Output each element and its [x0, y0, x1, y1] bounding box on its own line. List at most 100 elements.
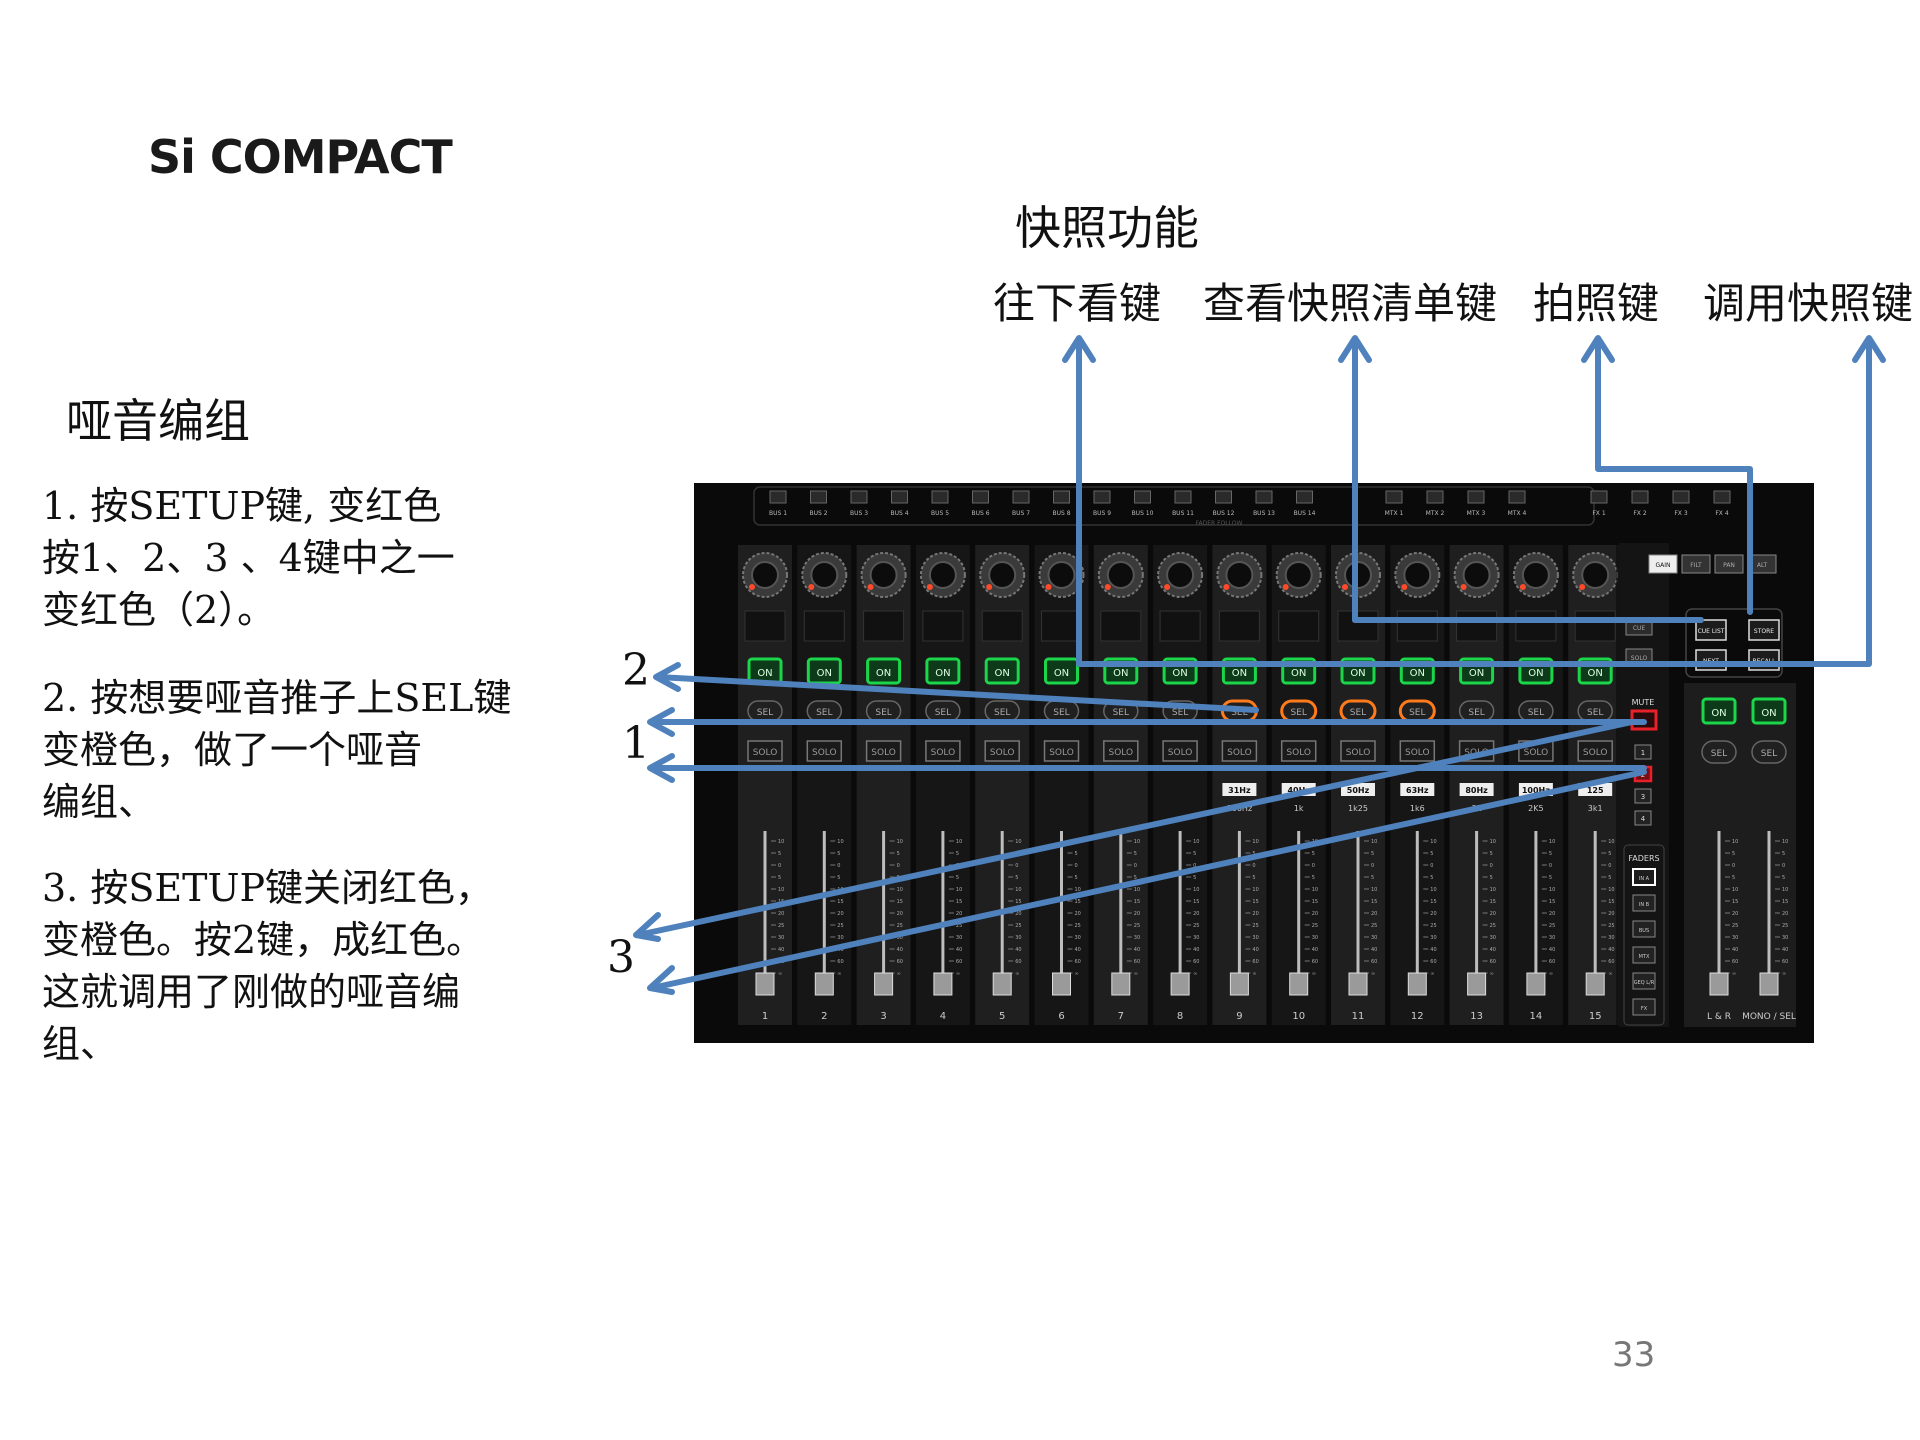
encoder-knob[interactable]	[1166, 561, 1195, 589]
mute-group-key[interactable]	[1634, 744, 1652, 760]
scale-tick-label: 40	[1490, 947, 1496, 953]
encoder-knob[interactable]	[1521, 561, 1550, 589]
encoder-knob[interactable]	[810, 561, 839, 589]
bus-key[interactable]	[1174, 490, 1192, 504]
fader-cap[interactable]	[1229, 972, 1249, 996]
scale-tick-label: 5	[1782, 875, 1785, 881]
encoder-mode-key[interactable]	[1648, 554, 1678, 574]
encoder-knob[interactable]	[1284, 561, 1313, 589]
bus-key[interactable]	[810, 490, 827, 504]
encoder-mode-key[interactable]	[1714, 554, 1744, 574]
fader-cap[interactable]	[1052, 972, 1071, 996]
bus-key[interactable]	[1053, 490, 1070, 504]
on-button[interactable]: ON	[925, 657, 961, 685]
solo-button[interactable]: SOLO	[984, 740, 1020, 762]
fader-cap[interactable]	[1467, 972, 1487, 996]
sel-button[interactable]: SEL	[1577, 700, 1613, 722]
bus-key[interactable]	[1255, 490, 1273, 504]
fx-key[interactable]	[1631, 490, 1649, 504]
fx-key[interactable]	[1672, 490, 1690, 504]
on-button[interactable]: ON	[866, 657, 902, 685]
fx-key[interactable]	[1590, 490, 1608, 504]
encoder-knob[interactable]	[1106, 561, 1135, 589]
matrix-key[interactable]	[1467, 490, 1485, 504]
bus-key[interactable]	[1215, 490, 1232, 504]
on-button[interactable]: ON	[1044, 657, 1079, 685]
bus-key[interactable]	[891, 490, 908, 504]
master-sel-button[interactable]: SEL	[1701, 740, 1737, 764]
fader-cap[interactable]	[1407, 972, 1427, 996]
encoder-knob[interactable]	[751, 561, 779, 589]
solo-button[interactable]: SOLO	[1577, 740, 1613, 762]
snapshot-key[interactable]	[1695, 619, 1727, 641]
fader-cap[interactable]	[992, 972, 1012, 996]
matrix-key[interactable]	[1508, 490, 1526, 504]
scale-tick-label: ∞	[1134, 971, 1138, 977]
solo-button[interactable]: SOLO	[1103, 740, 1139, 762]
bus-key[interactable]	[972, 490, 989, 504]
bus-key[interactable]	[769, 490, 787, 504]
snapshot-key-label: STORE	[1754, 628, 1774, 635]
sel-button[interactable]: SEL	[747, 700, 783, 722]
matrix-key[interactable]	[1385, 490, 1403, 504]
fader-cap[interactable]	[933, 972, 953, 996]
solo-button[interactable]: SOLO	[1043, 740, 1080, 762]
fader-cap[interactable]	[814, 972, 834, 996]
fader-cap[interactable]	[1585, 972, 1605, 996]
scale-tick-label: 10	[1371, 839, 1377, 845]
scale-tick-label: ∞	[1371, 971, 1375, 977]
encoder-knob[interactable]	[1047, 561, 1076, 589]
master-on-button[interactable]: ON	[1701, 697, 1737, 725]
encoder-knob[interactable]	[1581, 561, 1610, 589]
mute-group-key[interactable]	[1634, 810, 1652, 826]
fader-layer-key[interactable]	[1632, 998, 1656, 1016]
sel-button[interactable]: SEL	[1339, 699, 1377, 723]
solo-button[interactable]: SOLO	[747, 740, 783, 762]
encoder-knob[interactable]	[988, 561, 1017, 589]
fader-layer-key[interactable]	[1632, 972, 1656, 990]
bus-key[interactable]	[1296, 490, 1313, 504]
bus-key[interactable]	[850, 490, 868, 504]
fader-cap[interactable]	[874, 972, 894, 996]
solo-button[interactable]: SOLO	[1340, 740, 1376, 762]
solo-button[interactable]: SOLO	[925, 740, 961, 762]
fader-cap[interactable]	[1111, 972, 1131, 996]
bus-key[interactable]	[931, 490, 949, 504]
encoder-mode-key[interactable]	[1681, 554, 1711, 574]
encoder-led	[749, 584, 755, 590]
encoder-knob[interactable]	[928, 561, 957, 589]
fader-layer-key[interactable]	[1632, 946, 1656, 964]
fader-cap[interactable]	[1170, 972, 1190, 996]
solo-button[interactable]: SOLO	[1280, 740, 1317, 762]
encoder-knob[interactable]	[1462, 561, 1491, 589]
master-fader-cap[interactable]	[1709, 972, 1729, 996]
fader-cap[interactable]	[755, 972, 775, 996]
fader-layer-key[interactable]	[1632, 868, 1656, 886]
matrix-key[interactable]	[1426, 490, 1444, 504]
solo-button[interactable]: SOLO	[1162, 740, 1198, 762]
fader-layer-key[interactable]	[1632, 894, 1656, 912]
mute-group-key[interactable]	[1634, 788, 1652, 804]
fx-key[interactable]	[1713, 490, 1731, 504]
bus-key[interactable]	[1012, 490, 1030, 504]
solo-button[interactable]: SOLO	[806, 740, 843, 762]
snapshot-key[interactable]	[1748, 619, 1780, 641]
encoder-knob[interactable]	[1225, 561, 1254, 589]
fader-cap[interactable]	[1348, 972, 1368, 996]
bus-key[interactable]	[1134, 490, 1151, 504]
master-on-button[interactable]: ON	[1751, 697, 1787, 725]
master-sel-button[interactable]: SEL	[1751, 740, 1787, 764]
on-button[interactable]: ON	[984, 657, 1020, 685]
solo-button[interactable]: SOLO	[865, 740, 902, 762]
fader-layer-key[interactable]	[1632, 920, 1656, 938]
encoder-knob[interactable]	[869, 561, 898, 589]
master-fader-cap[interactable]	[1759, 972, 1779, 996]
solo-button[interactable]: SOLO	[1221, 740, 1258, 762]
solo-button[interactable]: SOLO	[1399, 740, 1436, 762]
bus-key[interactable]	[1093, 490, 1111, 504]
encoder-knob[interactable]	[1403, 561, 1432, 589]
fader-cap[interactable]	[1289, 972, 1309, 996]
fx-key-label: FX 3	[1674, 510, 1687, 517]
fader-cap[interactable]	[1526, 972, 1546, 996]
on-button[interactable]: ON	[806, 657, 842, 685]
